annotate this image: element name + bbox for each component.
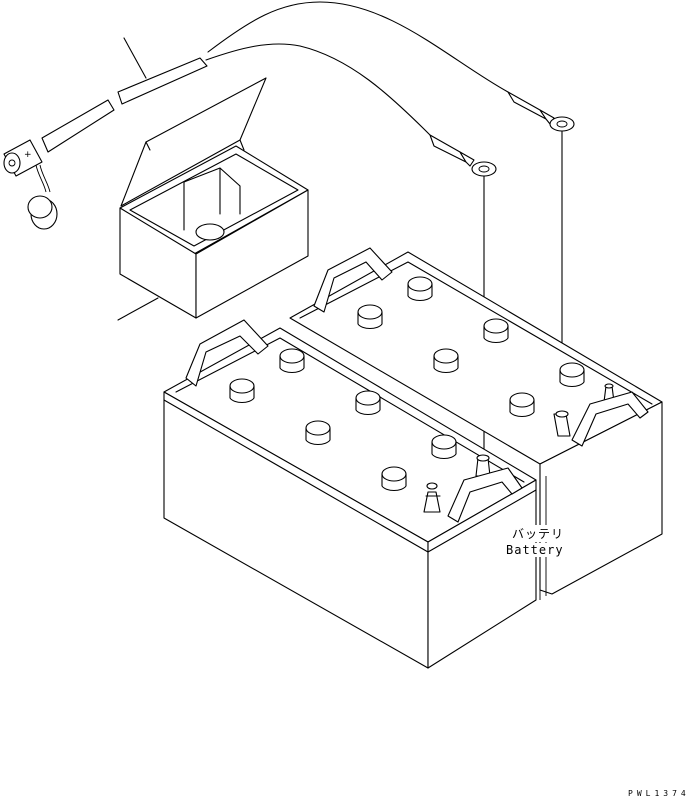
- svg-text:+: +: [24, 150, 32, 160]
- battery-front: [164, 320, 536, 668]
- accessory-box: [118, 78, 308, 320]
- battery-rear: [290, 248, 662, 594]
- battery-label-jp: バッテリ: [510, 525, 567, 542]
- drawing-code: PWL1374: [628, 789, 690, 798]
- battery-label-en: Battery: [504, 543, 566, 557]
